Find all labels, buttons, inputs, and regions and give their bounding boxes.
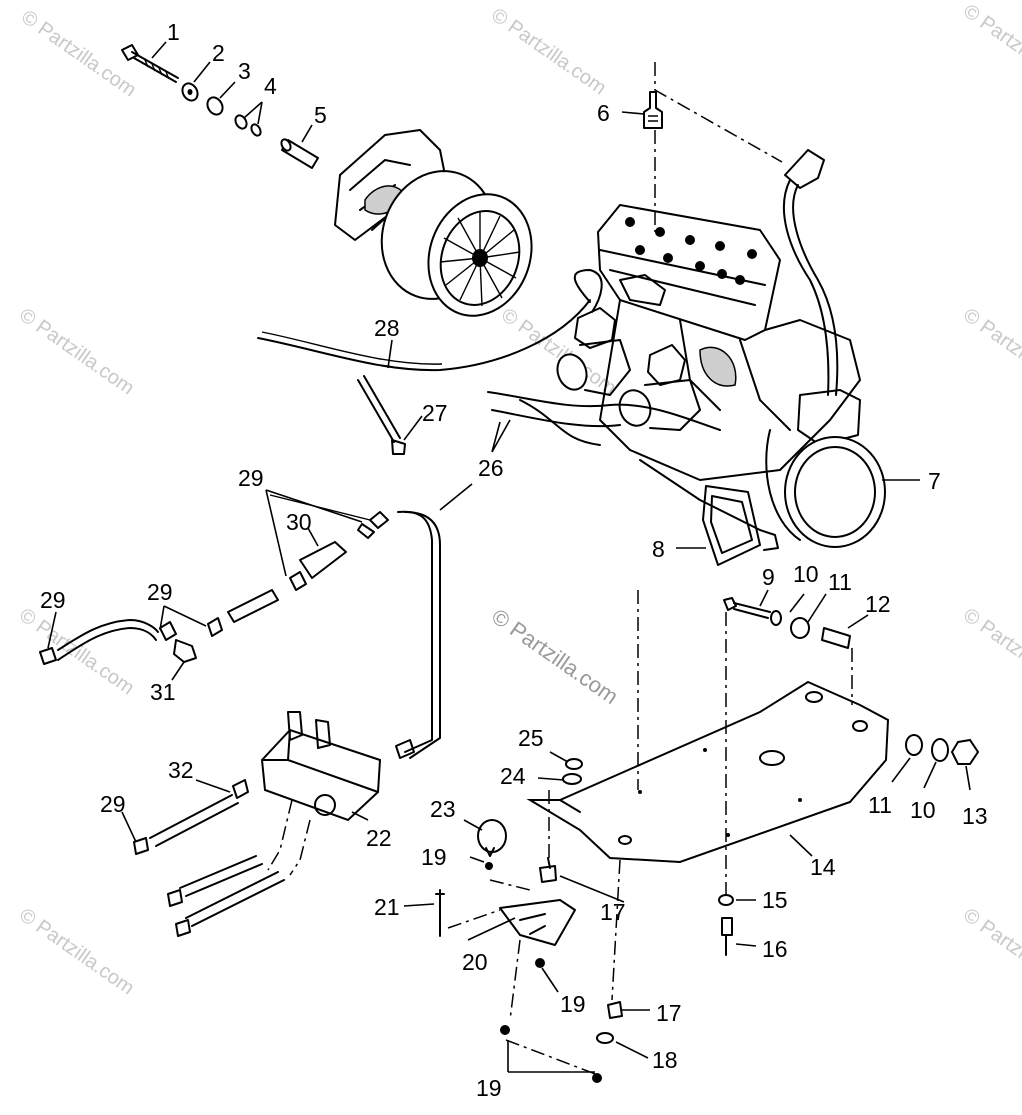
- callout-24: 24: [500, 763, 526, 789]
- callout-26: 26: [478, 455, 504, 481]
- callout-19b: 19: [560, 991, 586, 1017]
- callout-25: 25: [518, 725, 544, 751]
- spark-plug: [643, 91, 839, 396]
- callout-29b: 29: [147, 579, 173, 605]
- watermark-top-right: © Partzilla.com: [959, 0, 1022, 95]
- callout-10a: 10: [793, 561, 819, 587]
- callout-28: 28: [374, 315, 400, 341]
- callout-2: 2: [212, 40, 225, 66]
- callout-19c: 19: [476, 1075, 502, 1101]
- callout-30: 30: [286, 509, 312, 535]
- callout-4: 4: [264, 73, 277, 99]
- intake-boot: [702, 485, 779, 566]
- watermark-bottom-left: © Partzilla.com: [15, 904, 138, 999]
- alignment-lines: [447, 62, 853, 1076]
- watermark-top-center: © Partzilla.com: [487, 4, 610, 99]
- callout-18: 18: [652, 1047, 678, 1073]
- watermark-lower-left: © Partzilla.com: [15, 604, 138, 699]
- callout-22: 22: [366, 825, 392, 851]
- callout-17b: 17: [656, 1000, 682, 1026]
- callout-16: 16: [762, 936, 788, 962]
- mount-hardware: [435, 758, 734, 1083]
- callout-labels: 1 2 3 4 5 6 7 8 9 10 11 12 11 10 13 14 1…: [40, 19, 988, 1101]
- callout-29a: 29: [238, 465, 264, 491]
- fuel-pump: [133, 711, 415, 937]
- hardware-9-13: [723, 597, 980, 765]
- engine: [597, 204, 886, 548]
- callout-20: 20: [462, 949, 488, 975]
- clutch-spokes: [439, 212, 521, 307]
- callout-31: 31: [150, 679, 176, 705]
- watermark-lower-right: © Partzilla.com: [959, 604, 1022, 699]
- head-bolts: [625, 217, 757, 285]
- cables: [257, 269, 721, 446]
- carburetors: [556, 274, 701, 431]
- callout-29c: 29: [40, 587, 66, 613]
- drive-clutch: [334, 129, 533, 317]
- callout-29d: 29: [100, 791, 126, 817]
- leader-lines: [47, 41, 971, 1073]
- callout-12: 12: [865, 591, 891, 617]
- callout-27: 27: [422, 400, 448, 426]
- callout-19a: 19: [421, 844, 447, 870]
- callout-11b: 11: [868, 792, 892, 818]
- watermark-bottom-right: © Partzilla.com: [959, 904, 1022, 999]
- callout-14: 14: [810, 854, 836, 880]
- callout-8: 8: [652, 536, 665, 562]
- fuel-lines: [39, 494, 441, 759]
- callout-7: 7: [928, 468, 941, 494]
- callout-6: 6: [597, 100, 610, 126]
- callout-11a: 11: [828, 569, 852, 595]
- callout-5: 5: [314, 102, 327, 128]
- callout-21: 21: [374, 894, 400, 920]
- callout-9: 9: [762, 564, 775, 590]
- watermark-mid-left: © Partzilla.com: [15, 304, 138, 399]
- callout-1: 1: [167, 19, 180, 45]
- skid-plate: [526, 680, 890, 864]
- callout-23: 23: [430, 796, 456, 822]
- callout-3: 3: [238, 58, 251, 84]
- watermark-mid-right: © Partzilla.com: [959, 304, 1022, 399]
- bolt-assembly: [121, 44, 319, 169]
- watermark-center: © Partzilla.com: [487, 604, 623, 710]
- bolt-27: [357, 375, 406, 455]
- callout-10b: 10: [910, 797, 936, 823]
- callout-32: 32: [168, 757, 194, 783]
- callout-15: 15: [762, 887, 788, 913]
- callout-13: 13: [962, 803, 988, 829]
- callout-17a: 17: [600, 899, 626, 925]
- watermark-top-left: © Partzilla.com: [17, 6, 140, 101]
